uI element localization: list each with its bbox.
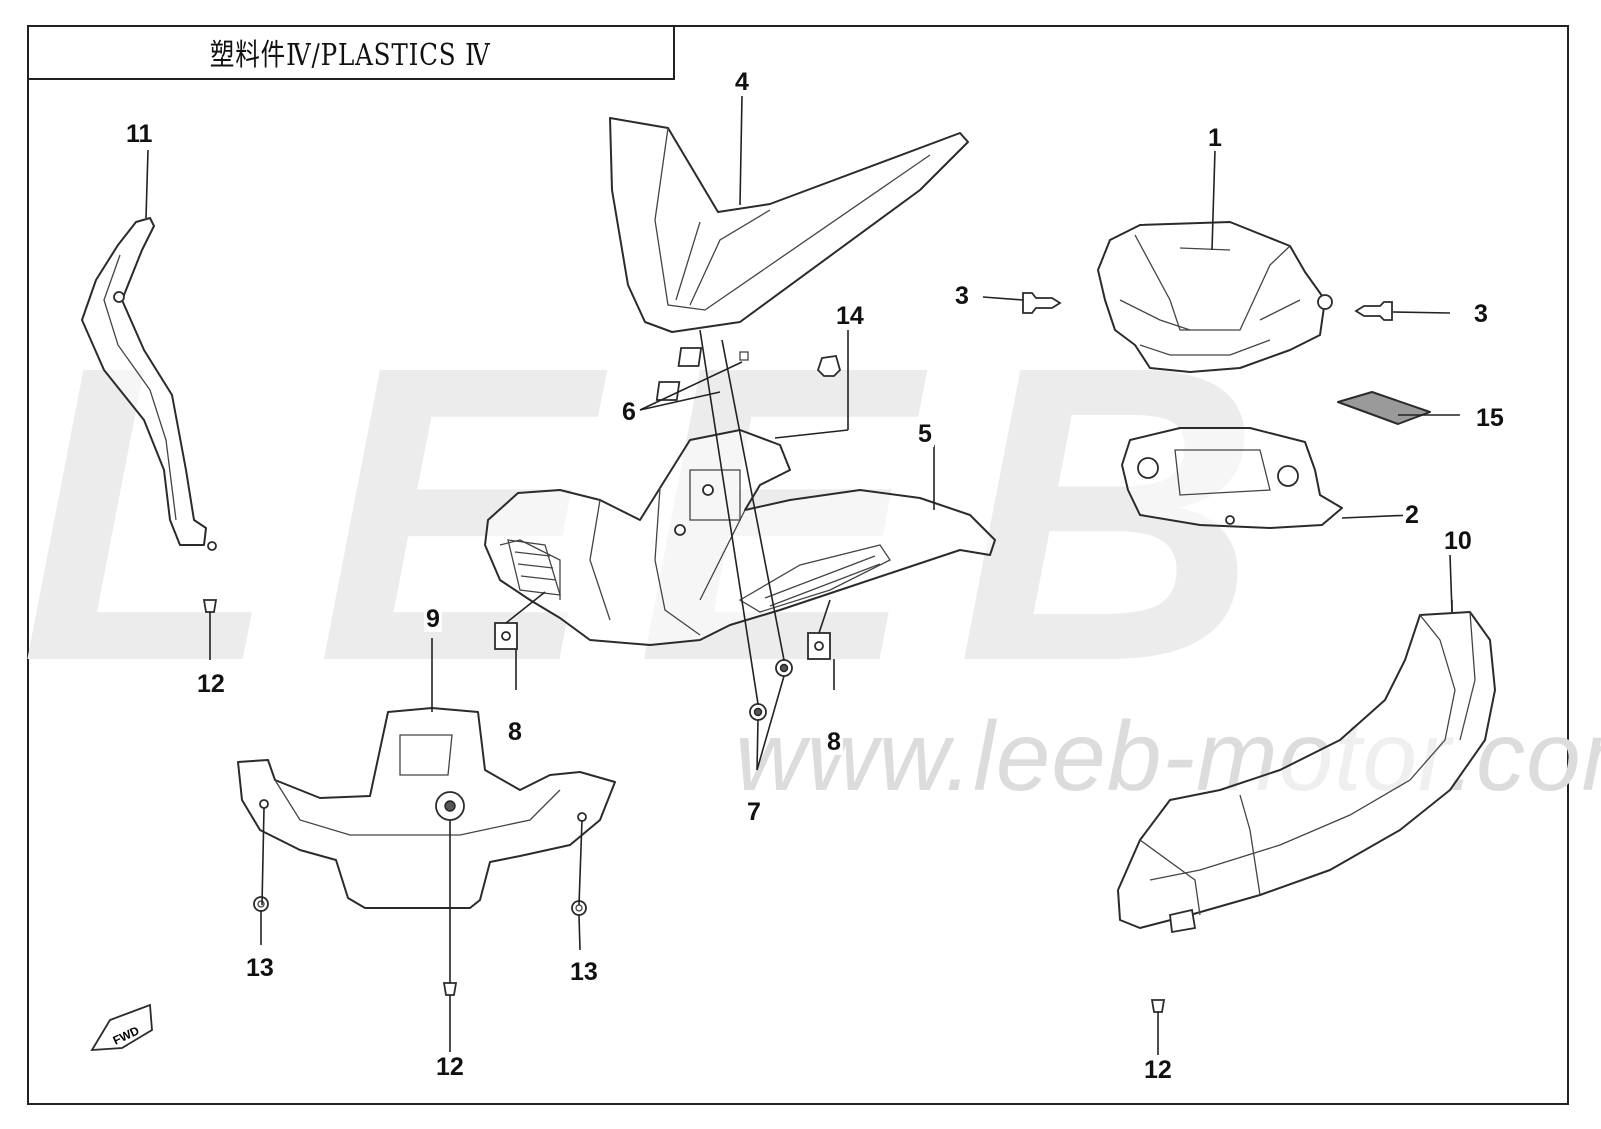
callout-4: 4 (733, 68, 751, 96)
callout-15: 15 (1474, 404, 1506, 432)
callout-14: 14 (834, 302, 866, 330)
part-1-headlight-cover (1097, 221, 1333, 373)
callout-13-left: 13 (244, 954, 276, 982)
diagram-title: 塑料件Ⅳ/PLASTICS Ⅳ (209, 37, 491, 73)
part-5-handlebar-cover (484, 429, 996, 646)
callout-12-right: 12 (1142, 1056, 1174, 1084)
part-15-pad (1337, 391, 1431, 425)
callout-9: 9 (424, 605, 442, 633)
callout-3-left: 3 (953, 282, 971, 310)
callout-10: 10 (1442, 527, 1474, 555)
callout-5: 5 (916, 420, 934, 448)
callout-8-left: 8 (506, 718, 524, 746)
callout-8-right: 8 (825, 728, 843, 756)
callout-11: 11 (124, 120, 155, 148)
part-6-clips (655, 347, 749, 401)
callout-2: 2 (1403, 501, 1421, 529)
part-14-grommet (816, 354, 842, 377)
part-10-right-side-cover (1117, 611, 1496, 934)
part-4-upper-cover (609, 117, 969, 333)
callout-13-right: 13 (568, 958, 600, 986)
callout-7: 7 (745, 798, 763, 826)
callout-6: 6 (620, 398, 638, 426)
fwd-direction-icon: FWD (90, 1003, 153, 1052)
callout-3-right: 3 (1472, 300, 1490, 328)
part-12-screws (202, 599, 1166, 1013)
part-9-lower-cover (237, 707, 616, 909)
watermark-logo: LEEB (20, 305, 1300, 725)
part-2-bracket (1121, 427, 1343, 529)
callout-12-left: 12 (195, 670, 227, 698)
title-box: 塑料件Ⅳ/PLASTICS Ⅳ (27, 25, 675, 80)
part-11-left-trim (81, 217, 217, 551)
callout-12-center: 12 (434, 1053, 466, 1081)
callout-1: 1 (1206, 124, 1224, 152)
part-3-screws (1022, 292, 1393, 321)
diagram-frame (27, 25, 1569, 1105)
leader-lines (145, 95, 1460, 1055)
